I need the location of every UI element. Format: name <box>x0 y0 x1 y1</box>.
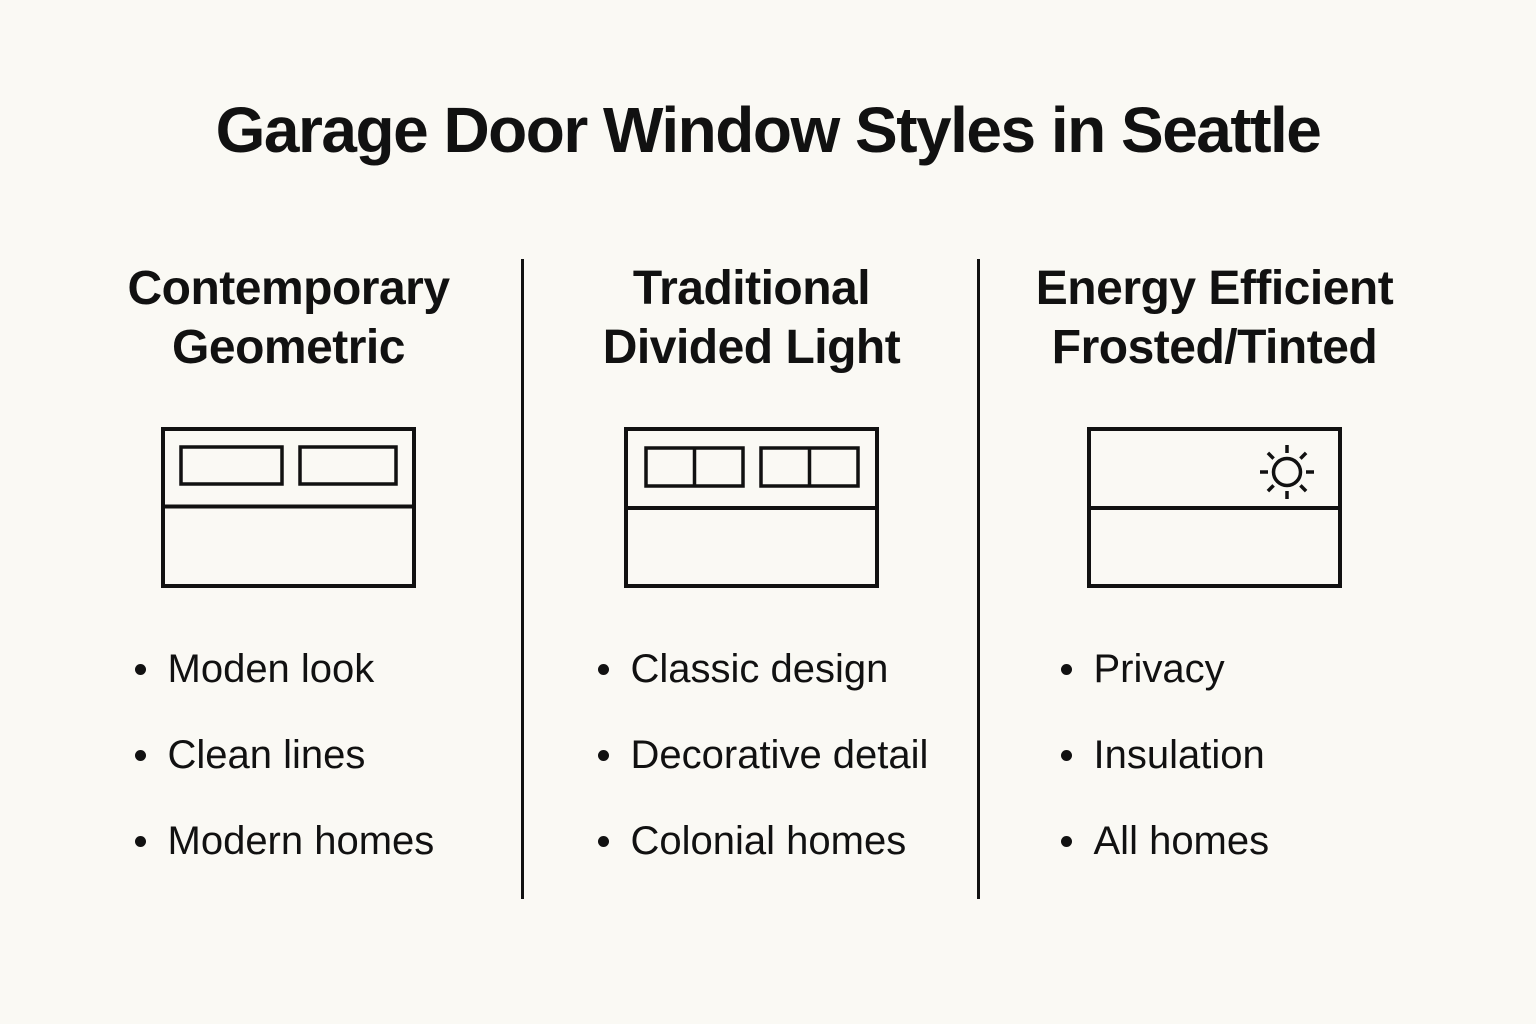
garage-door-divided-windows-icon <box>624 427 879 588</box>
column-heading: Traditional Divided Light <box>602 259 901 377</box>
list-item: Privacy <box>1058 646 1372 692</box>
style-columns-section: Contemporary Geometric Moden look Clean … <box>57 259 1446 899</box>
feature-list: Privacy Insulation All homes <box>1058 646 1372 904</box>
column-divider <box>977 259 980 899</box>
list-item: Classic design <box>595 646 909 692</box>
column-heading-line: Frosted/Tinted <box>1051 321 1378 374</box>
column-divider <box>521 259 524 899</box>
list-item: Modern homes <box>132 818 446 864</box>
list-item: Insulation <box>1058 732 1372 778</box>
column-heading: Energy Efficient Frosted/Tinted <box>1035 259 1394 377</box>
column-heading-line: Geometric <box>172 321 405 374</box>
sun-icon <box>1260 445 1314 499</box>
garage-door-sun-icon <box>1087 427 1342 588</box>
feature-list: Moden look Clean lines Modern homes <box>132 646 446 904</box>
list-item: Moden look <box>132 646 446 692</box>
list-item: Decorative detail <box>595 732 928 778</box>
column-traditional-divided-light: Traditional Divided Light Classic design… <box>520 259 983 899</box>
column-heading-line: Traditional <box>632 262 871 315</box>
page-title: Garage Door Window Styles in Seattle <box>215 94 1322 166</box>
column-heading-line: Divided Light <box>602 321 901 374</box>
column-contemporary-geometric: Contemporary Geometric Moden look Clean … <box>57 259 520 899</box>
column-heading: Contemporary Geometric <box>127 259 450 377</box>
column-heading-line: Energy Efficient <box>1035 262 1394 315</box>
list-item: Colonial homes <box>595 818 909 864</box>
column-heading-line: Contemporary <box>127 262 450 315</box>
feature-list: Classic design Decorative detail Colonia… <box>595 646 928 904</box>
garage-door-long-windows-icon <box>161 427 416 588</box>
column-energy-efficient-frosted-tinted: Energy Efficient Frosted/Tinted <box>983 259 1446 899</box>
list-item: Clean lines <box>132 732 446 778</box>
list-item: All homes <box>1058 818 1372 864</box>
